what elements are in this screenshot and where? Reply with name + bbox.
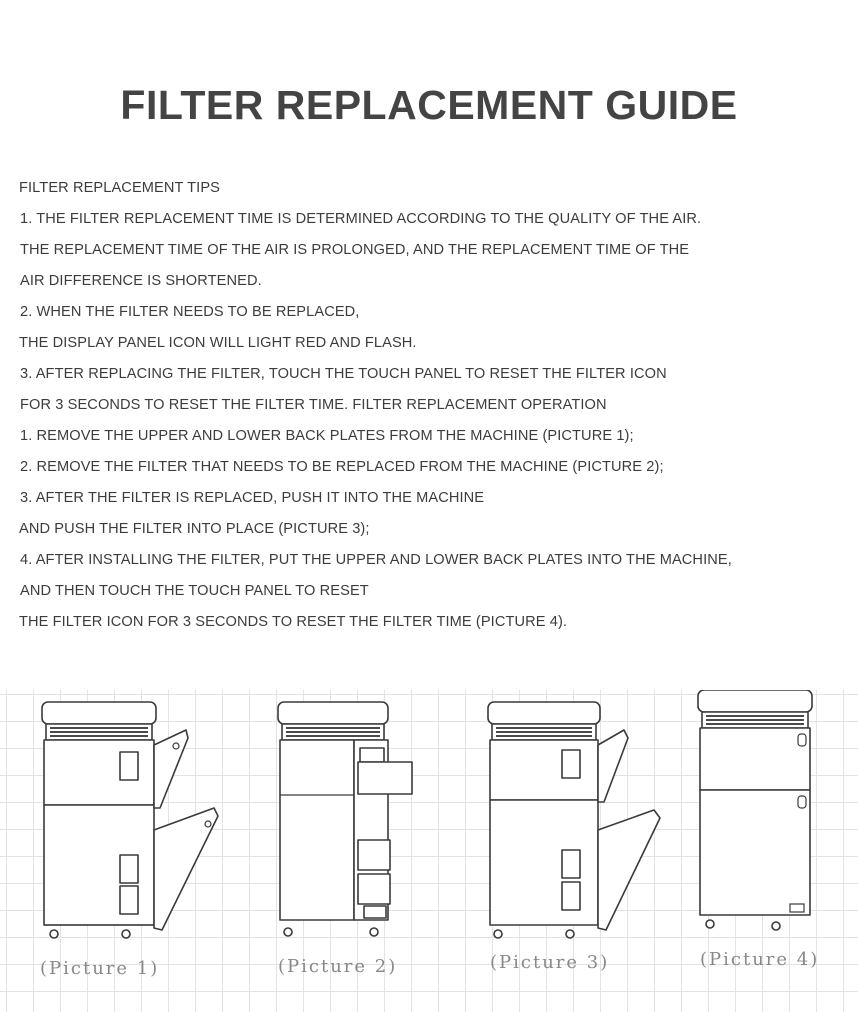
purifier-filter-inserted-icon — [487, 701, 661, 939]
picture-4: (Picture 4) — [694, 689, 844, 990]
tips-line: AND THEN TOUCH THE TOUCH PANEL TO RESET — [20, 583, 369, 599]
tips-line: THE FILTER ICON FOR 3 SECONDS TO RESET T… — [19, 614, 568, 630]
tips-line: 4. AFTER INSTALLING THE FILTER, PUT THE … — [20, 552, 732, 568]
picture-3: (Picture 3) — [484, 690, 674, 990]
picture-caption: (Picture 2) — [278, 956, 398, 977]
tips-line: 3. AFTER THE FILTER IS REPLACED, PUSH IT… — [20, 490, 485, 506]
picture-caption: (Picture 1) — [40, 958, 160, 979]
tips-heading: FILTER REPLACEMENT TIPS — [19, 180, 220, 196]
tips-line: THE REPLACEMENT TIME OF THE AIR IS PROLO… — [20, 242, 690, 258]
picture-caption: (Picture 4) — [700, 949, 820, 970]
tips-line: THE DISPLAY PANEL ICON WILL LIGHT RED AN… — [19, 335, 417, 351]
tips-line: AIR DIFFERENCE IS SHORTENED. — [20, 273, 262, 289]
tips-line: 3. AFTER REPLACING THE FILTER, TOUCH THE… — [20, 366, 667, 382]
purifier-back-plates-open-icon — [41, 701, 219, 939]
tips-line: 2. REMOVE THE FILTER THAT NEEDS TO BE RE… — [20, 459, 664, 475]
tips-line: FOR 3 SECONDS TO RESET THE FILTER TIME. … — [20, 397, 607, 413]
tips-line: AND PUSH THE FILTER INTO PLACE (PICTURE … — [19, 521, 370, 537]
tips-line: 1. REMOVE THE UPPER AND LOWER BACK PLATE… — [20, 428, 634, 444]
tips-line: 1. THE FILTER REPLACEMENT TIME IS DETERM… — [20, 211, 702, 227]
purifier-filter-removed-icon — [277, 701, 413, 937]
picture-1: (Picture 1) — [36, 690, 226, 990]
page-title: FILTER REPLACEMENT GUIDE — [120, 82, 738, 128]
tips-line: 2. WHEN THE FILTER NEEDS TO BE REPLACED, — [20, 304, 360, 320]
picture-caption: (Picture 3) — [490, 952, 610, 973]
purifier-closed-icon — [697, 689, 813, 931]
picture-2: (Picture 2) — [274, 690, 424, 990]
